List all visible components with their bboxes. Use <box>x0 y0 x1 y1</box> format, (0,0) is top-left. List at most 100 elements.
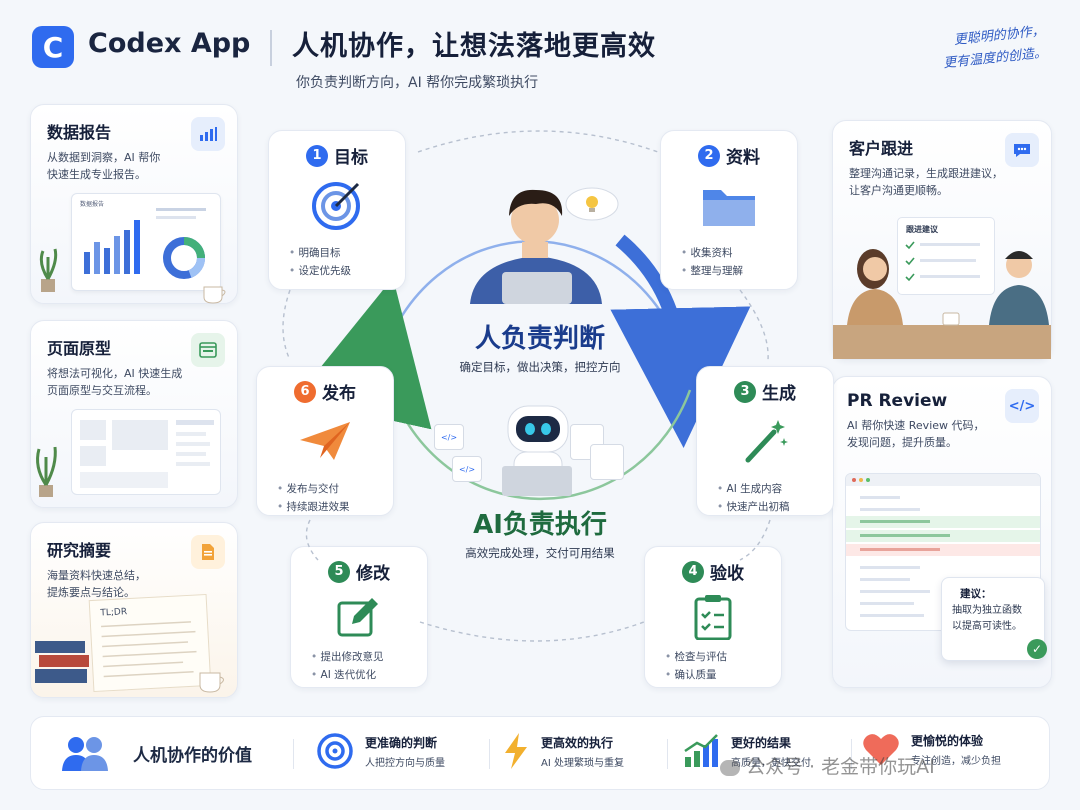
code-glyph: </> <box>440 432 458 442</box>
preview-bar-chart <box>84 208 206 279</box>
desc-line: 让客户沟通更顺畅。 <box>849 184 948 197</box>
card-title: 数据报告 <box>47 123 112 142</box>
human-illustration <box>470 189 602 304</box>
people-meeting-illustration <box>833 249 1051 359</box>
step-card-materials[interactable]: 2资料 收集资料 整理与理解 <box>660 130 798 290</box>
document-icon <box>191 535 225 569</box>
separator <box>293 739 294 769</box>
value-subtitle: 人把控方向与质量 <box>365 757 445 769</box>
bar-chart-icon <box>191 117 225 151</box>
wechat-icon <box>720 759 740 776</box>
use-case-card-customer-followup[interactable]: 客户跟进 整理沟通记录，生成跟进建议， 让客户沟通更顺畅。 跟进建议 <box>832 120 1052 360</box>
value-heading-text: 人机协作的价值 <box>133 745 252 766</box>
panel-title: 跟进建议 <box>906 225 938 234</box>
growth-chart-icon <box>684 734 718 767</box>
step-item: 检查与评估 <box>665 648 769 666</box>
card-description: 从数据到洞察，AI 帮你 快速生成专业报告。 <box>47 149 221 183</box>
step-card-acceptance[interactable]: 4验收 检查与评估 确认质量 <box>644 546 782 688</box>
checklist <box>905 241 980 282</box>
step-number: 1 <box>306 144 328 167</box>
card-description: 海量资料快速总结， 提炼要点与结论。 <box>47 567 221 601</box>
value-item-experience: 更愉悦的体验专注创造，减少负担 <box>861 731 1001 767</box>
use-case-card-research-summary[interactable]: 研究摘要 海量资料快速总结， 提炼要点与结论。 TL;DR <box>30 522 238 698</box>
step-number: 3 <box>734 380 756 403</box>
header-divider <box>270 30 272 66</box>
ai-role: AI负责执行 高效完成处理，交付可用结果 <box>390 504 690 561</box>
ai-role-subtitle: 高效完成处理，交付可用结果 <box>465 546 615 560</box>
desc-line: 将想法可视化，AI 快速生成 <box>47 367 183 380</box>
plant-icon <box>39 248 58 292</box>
step-item: AI 生成内容 <box>717 480 821 498</box>
wireframe <box>80 420 214 488</box>
step-item: 明确目标 <box>289 244 393 262</box>
value-heading: 人机协作的价值 <box>59 733 252 773</box>
book-stack-icon <box>35 641 89 683</box>
separator <box>851 739 852 769</box>
desc-line: 发现问题，提升质量。 <box>847 436 957 449</box>
desc-line: 整理沟通记录，生成跟进建议， <box>849 167 1003 180</box>
step-item: 持续跟进效果 <box>277 498 381 516</box>
card-title: PR Review <box>847 391 948 411</box>
human-role-subtitle: 确定目标，做出决策，把控方向 <box>459 360 621 374</box>
use-case-card-page-prototype[interactable]: 页面原型 将想法可视化，AI 快速生成 页面原型与交互流程。 <box>30 320 238 508</box>
heart-icon <box>863 734 899 765</box>
folder-icon <box>673 176 785 234</box>
use-case-card-data-report[interactable]: 数据报告 从数据到洞察，AI 帮你 快速生成专业报告。 数据报告 <box>30 104 238 304</box>
step-card-publish[interactable]: 6发布 发布与交付 持续跟进效果 <box>256 366 394 516</box>
step-items: AI 生成内容 快速产出初稿 <box>709 480 821 516</box>
suggestion-text: 抽取为独立函数 以提高可读性。 <box>952 603 1034 635</box>
summary-paper: TL;DR <box>88 593 212 693</box>
step-items: 发布与交付 持续跟进效果 <box>269 480 381 516</box>
review-suggestion-popover[interactable]: 建议： 抽取为独立函数 以提高可读性。 <box>941 577 1045 661</box>
lightning-icon <box>505 733 527 769</box>
code-glyph: </> <box>458 464 476 474</box>
suggestion-label: 建议： <box>960 588 992 600</box>
value-subtitle: 专注创造，减少负担 <box>911 755 1001 767</box>
suggestion-line: 以提高可读性。 <box>952 621 1022 632</box>
card-title: 研究摘要 <box>47 541 112 560</box>
app-logo: C <box>32 26 74 68</box>
step-number: 2 <box>698 144 720 167</box>
step-item: 整理与理解 <box>681 262 785 280</box>
target-icon <box>317 733 353 769</box>
desc-line: 页面原型与交互流程。 <box>47 384 157 397</box>
card-title: 页面原型 <box>47 339 112 358</box>
step-number: 4 <box>682 560 704 583</box>
ai-robot-illustration <box>502 405 572 496</box>
card-title: 客户跟进 <box>849 139 914 158</box>
step-number: 5 <box>328 560 350 583</box>
lightbulb-thought-icon <box>565 187 619 221</box>
value-title: 更准确的判断 <box>365 735 438 750</box>
step-item: 发布与交付 <box>277 480 381 498</box>
magic-wand-icon <box>709 412 821 470</box>
value-item-judgment: 更准确的判断人把控方向与质量 <box>315 731 445 771</box>
chat-icon <box>1005 133 1039 167</box>
separator <box>667 739 668 769</box>
handwritten-note: 更聪明的协作， 更有温度的创造。 <box>940 21 1048 76</box>
step-items: 检查与评估 确认质量 <box>657 648 769 684</box>
ai-role-title: AI负责执行 <box>473 510 607 540</box>
watermark-text: 公众号 · 老金带你玩AI <box>746 756 935 778</box>
use-case-card-pr-review[interactable]: PR Review AI 帮你快速 Review 代码， 发现问题，提升质量。 … <box>832 376 1052 688</box>
step-card-generate[interactable]: 3生成 AI 生成内容 快速产出初稿 <box>696 366 834 516</box>
clipboard-check-icon <box>657 592 769 642</box>
human-role: 人负责判断 确定目标，做出决策，把控方向 <box>390 318 690 375</box>
step-card-goal[interactable]: 1目标 明确目标 设定优先级 <box>268 130 406 290</box>
page-headline: 人机协作，让想法落地更高效 <box>292 31 656 62</box>
value-title: 更高效的执行 <box>541 735 614 750</box>
target-icon <box>281 176 393 234</box>
step-connector-lines <box>282 130 771 642</box>
value-title: 更愉悦的体验 <box>911 733 984 748</box>
desc-line: 海量资料快速总结， <box>47 569 146 582</box>
step-card-revise[interactable]: 5修改 提出修改意见 AI 迭代优化 <box>290 546 428 688</box>
separator <box>489 739 490 769</box>
step-items: 收集资料 整理与理解 <box>673 244 785 280</box>
logo-letter: C <box>42 30 64 64</box>
desc-line: 快速生成专业报告。 <box>47 168 146 181</box>
step-item: 提出修改意见 <box>311 648 415 666</box>
step-items: 明确目标 设定优先级 <box>281 244 393 280</box>
